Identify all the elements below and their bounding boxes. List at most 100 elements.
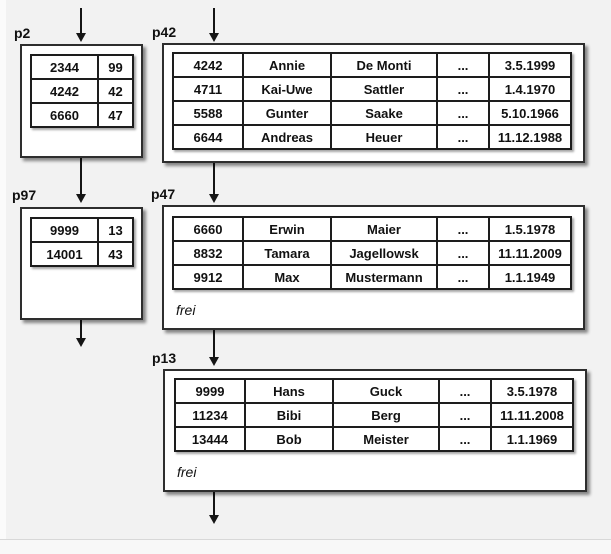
page-label-p2: p2	[14, 25, 31, 41]
table-cell: Berg	[332, 402, 440, 428]
table-cell: ...	[438, 402, 492, 428]
table-cell: Hans	[244, 378, 334, 404]
slide-bottom-band	[0, 539, 611, 554]
table-cell: Tamara	[242, 240, 332, 266]
table-cell: 1.5.1978	[488, 216, 572, 242]
table-cell: 11.12.1988	[488, 124, 572, 150]
table-cell: Bibi	[244, 402, 334, 428]
table-cell: Bob	[244, 426, 334, 452]
flow-arrow-down-icon	[209, 8, 219, 42]
table-cell: ...	[438, 378, 492, 404]
table-cell: 4242	[30, 78, 99, 104]
arrow-head	[76, 194, 86, 203]
table-cell: Jagellowsk	[330, 240, 438, 266]
table-cell: 5588	[172, 100, 244, 126]
table-cell: Maier	[330, 216, 438, 242]
table-cell: 47	[97, 102, 134, 128]
flow-arrow-down-icon	[76, 8, 86, 42]
table-cell: Max	[242, 264, 332, 290]
table-cell: ...	[436, 124, 490, 150]
table-cell: 43	[97, 241, 134, 267]
table-cell: ...	[436, 240, 490, 266]
arrow-shaft	[213, 492, 215, 516]
table-cell: 11.11.2008	[490, 402, 574, 428]
arrow-head	[209, 515, 219, 524]
table-cell: Kai-Uwe	[242, 76, 332, 102]
table-cell: ...	[436, 76, 490, 102]
arrow-shaft	[213, 162, 215, 195]
table-cell: 13444	[174, 426, 246, 452]
table-cell: 3.5.1978	[490, 378, 574, 404]
table-cell: Erwin	[242, 216, 332, 242]
table-cell: 8832	[172, 240, 244, 266]
flow-arrow-down-icon	[209, 162, 219, 203]
flow-arrow-down-icon	[76, 157, 86, 203]
arrow-head	[209, 357, 219, 366]
table-cell: 4242	[172, 52, 244, 78]
table-cell: 1.4.1970	[488, 76, 572, 102]
left-edge-strip	[0, 0, 6, 554]
table-cell: 42	[97, 78, 134, 104]
flow-arrow-down-icon	[76, 320, 86, 347]
free-space-label: frei	[177, 464, 197, 480]
table-cell: 11.11.2009	[488, 240, 572, 266]
table-cell: ...	[436, 264, 490, 290]
table-cell: 9912	[172, 264, 244, 290]
arrow-shaft	[80, 157, 82, 195]
table-cell: Andreas	[242, 124, 332, 150]
page-label-p42: p42	[152, 24, 177, 40]
table-cell: ...	[436, 216, 490, 242]
table-cell: 1.1.1969	[490, 426, 574, 452]
page-label-p13: p13	[152, 350, 177, 366]
table-cell: 11234	[174, 402, 246, 428]
table-cell: Guck	[332, 378, 440, 404]
table-cell: 1.1.1949	[488, 264, 572, 290]
table-cell: 6660	[30, 102, 99, 128]
arrow-head	[209, 33, 219, 42]
table-cell: Heuer	[330, 124, 438, 150]
arrow-head	[76, 338, 86, 347]
table-cell: ...	[438, 426, 492, 452]
table-cell: 5.10.1966	[488, 100, 572, 126]
table-cell: 6644	[172, 124, 244, 150]
table-cell: Gunter	[242, 100, 332, 126]
page-label-p97: p97	[12, 187, 37, 203]
arrow-shaft	[213, 8, 215, 34]
table-cell: 14001	[30, 241, 99, 267]
arrow-shaft	[80, 8, 82, 34]
table-cell: ...	[436, 100, 490, 126]
table-cell: 99	[97, 54, 134, 80]
table-cell: 9999	[174, 378, 246, 404]
page-label-p47: p47	[151, 186, 176, 202]
table-cell: Meister	[332, 426, 440, 452]
table-cell: 2344	[30, 54, 99, 80]
free-space-label: frei	[176, 302, 196, 318]
flow-arrow-down-icon	[209, 492, 219, 524]
arrow-head	[76, 33, 86, 42]
flow-arrow-down-icon	[209, 330, 219, 366]
arrow-shaft	[80, 320, 82, 339]
table-cell: 13	[97, 217, 134, 243]
